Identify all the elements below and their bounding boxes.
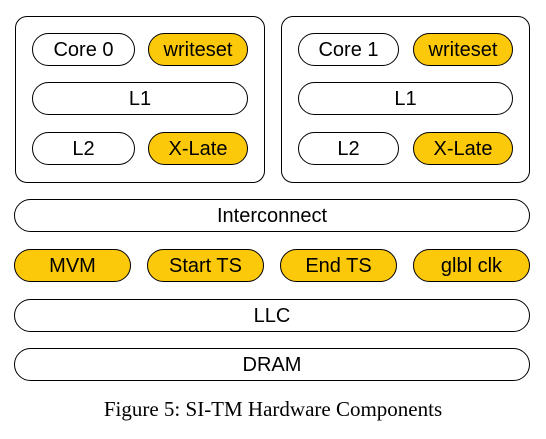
core-1-l1-cache: L1 [298, 82, 513, 115]
core-0-writeset-node: writeset [148, 33, 248, 66]
core-0-l1-cache: L1 [32, 82, 248, 115]
dram-memory: DRAM [14, 348, 530, 381]
global-clock-unit: glbl clk [413, 249, 530, 282]
interconnect-bus: Interconnect [14, 199, 530, 232]
core-0-node: Core 0 [32, 33, 135, 66]
figure-caption: Figure 5: SI-TM Hardware Components [103, 397, 443, 421]
llc-cache: LLC [14, 299, 530, 332]
core-1-xlate-node: X-Late [413, 132, 513, 165]
core-0-l2-cache: L2 [32, 132, 135, 165]
end-ts-unit: End TS [280, 249, 397, 282]
mvm-unit: MVM [14, 249, 131, 282]
core-1-node: Core 1 [298, 33, 399, 66]
core-0-xlate-node: X-Late [148, 132, 248, 165]
start-ts-unit: Start TS [147, 249, 264, 282]
core-1-writeset-node: writeset [413, 33, 513, 66]
core-1-l2-cache: L2 [298, 132, 399, 165]
